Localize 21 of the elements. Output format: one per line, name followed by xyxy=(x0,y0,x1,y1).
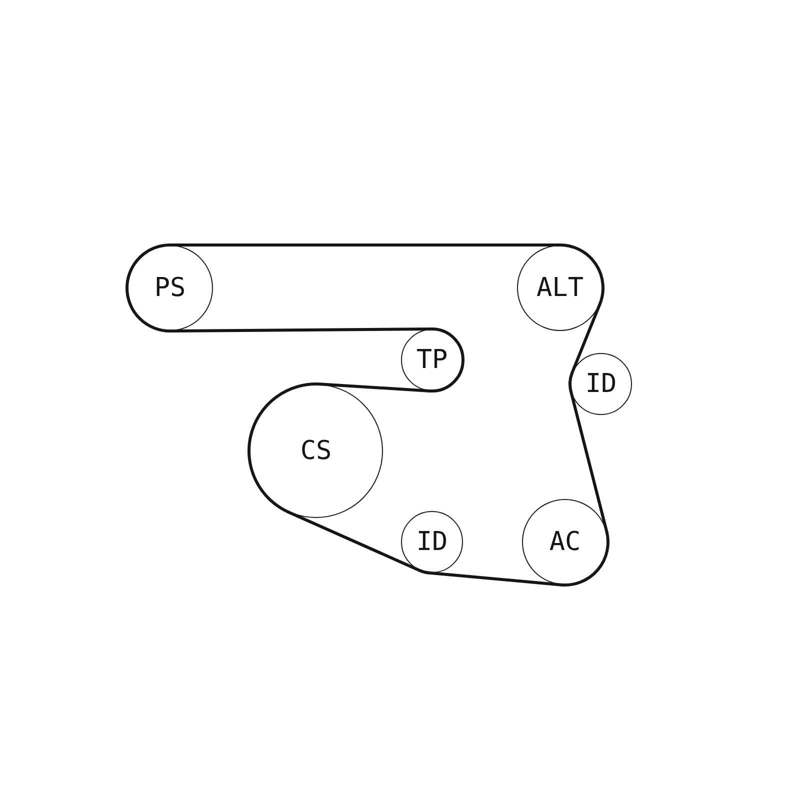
pulley xyxy=(249,384,383,518)
belt-segment xyxy=(287,510,421,572)
pulley-label: ALT xyxy=(536,275,584,301)
belt-segment xyxy=(428,571,563,586)
belt-segment xyxy=(168,328,434,332)
belt-segment xyxy=(570,302,602,374)
pulley-label: CS xyxy=(300,438,332,464)
pulley xyxy=(401,329,463,391)
pulley-label: ID xyxy=(416,529,448,555)
pulley-label: AC xyxy=(549,529,581,555)
pulley-label: ID xyxy=(585,371,617,397)
pulley xyxy=(127,245,213,331)
pulley-label: TP xyxy=(416,347,448,373)
pulley xyxy=(522,499,608,585)
pulley-label: PS xyxy=(154,275,186,301)
belt-segment xyxy=(318,382,432,392)
pulley xyxy=(401,511,463,573)
belt-segment xyxy=(168,244,562,246)
pulley xyxy=(517,245,603,331)
belt-segment xyxy=(569,390,608,533)
pulley xyxy=(570,353,632,415)
